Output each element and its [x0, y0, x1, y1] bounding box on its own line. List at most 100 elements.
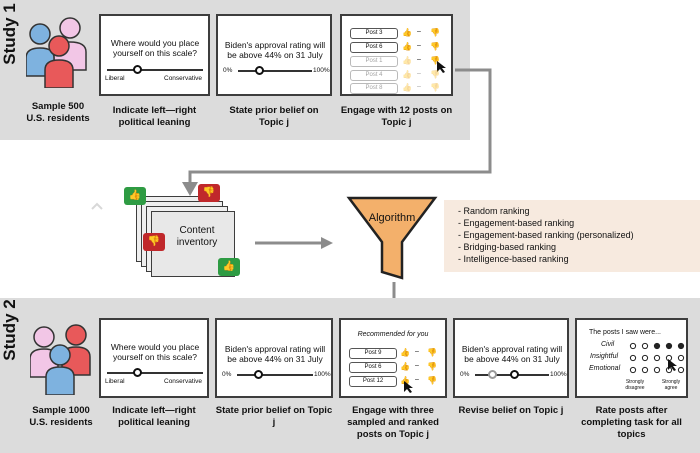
belief-statement: Biden's approval rating will be above 44… [224, 344, 326, 364]
thumbs-down-icon[interactable]: 👎 [430, 70, 440, 79]
thumbs-up-icon[interactable]: 👍 [402, 70, 412, 79]
funnel-icon [346, 196, 438, 280]
dash-icon: – [415, 348, 419, 355]
thumbs-up-icon[interactable]: 👍 [402, 28, 412, 37]
thumbs-down-icon[interactable]: 👎 [427, 362, 437, 371]
dash-icon: – [417, 56, 421, 63]
thumbs-up-icon[interactable]: 👍 [402, 56, 412, 65]
rating-row-label: Civil [601, 341, 615, 348]
study1-scale-panel: Where would you place yourself on this s… [99, 14, 210, 96]
thumbs-down-icon[interactable]: 👎 [430, 83, 440, 92]
dash-icon: – [417, 42, 421, 49]
people-icon [30, 324, 91, 395]
algorithm-item: - Engagement-based ranking (personalized… [458, 230, 634, 240]
study2-leaning-caption: Indicate left—right political leaning [112, 405, 196, 428]
study1-engage-caption: Engage with 12 posts on Topic j [340, 105, 453, 128]
algorithm-item: - Random ranking [458, 206, 530, 216]
thumbs-up-badge: 👍 [218, 258, 240, 276]
scale-line [107, 69, 203, 71]
scale-right-label: Conservative [164, 75, 202, 82]
algorithm-item: - Bridging-based ranking [458, 242, 557, 252]
belief-knob[interactable] [254, 370, 263, 379]
rating-row-label: Insightful [590, 353, 619, 360]
study1-sample-caption: Sample 500 U.S. residents [26, 101, 90, 124]
algorithm-item: - Engagement-based ranking [458, 218, 575, 228]
revised-knob[interactable] [510, 370, 519, 379]
scale-question: Where would you place yourself on this s… [110, 342, 200, 362]
belief-left-label: 0% [222, 371, 232, 378]
study1-engage-panel: Post 3 👍 – 👎 Post 6 👍 – 👎 Post 1 👍 – 👎 P… [340, 14, 453, 96]
belief-statement: Biden's approval rating will be above 44… [224, 40, 326, 60]
thumbs-down-icon[interactable]: 👎 [430, 42, 440, 51]
dash-icon: – [417, 83, 421, 90]
flow-arrow [182, 68, 492, 196]
thumbs-down-icon[interactable]: 👎 [430, 56, 440, 65]
belief-line [237, 374, 313, 376]
post-item[interactable]: Post 3 [350, 28, 398, 39]
prior-knob [488, 370, 497, 379]
study1-leaning-caption: Indicate left—right political leaning [112, 105, 197, 128]
thumbs-up-badge: 👍 [124, 187, 146, 205]
revise-statement: Biden's approval rating will be above 44… [461, 344, 563, 364]
study2-engage-caption: Engage with three sampled and ranked pos… [347, 405, 439, 440]
cursor-icon [668, 359, 677, 371]
thumbs-up-icon[interactable]: 👍 [402, 42, 412, 51]
study1-belief-caption: State prior belief on Topic j [229, 105, 319, 128]
post-item[interactable]: Post 6 [350, 42, 398, 53]
people-icon [26, 17, 87, 88]
study2-engage-panel: Recommended for you Post 9 👍 – 👎 Post 6 … [339, 318, 447, 398]
belief-right-label: 100% [314, 371, 331, 378]
revise-right-label: 100% [550, 371, 567, 378]
dash-icon: – [415, 376, 419, 383]
dash-icon: – [415, 362, 419, 369]
scale-right-label: Conservative [164, 378, 202, 385]
post-item[interactable]: Post 6 [349, 362, 397, 373]
post-item[interactable]: Post 1 [350, 56, 398, 67]
inventory-label: Content inventory [176, 225, 218, 248]
scale-question: Where would you place yourself on this s… [110, 38, 200, 58]
cursor-icon [404, 381, 413, 393]
algorithm-item: - Intelligence-based ranking [458, 254, 569, 264]
rating-row-label: Emotional [589, 365, 621, 372]
chevron-up-icon [91, 202, 103, 210]
study2-rating-panel: The posts I saw were... Civil Insightful… [575, 318, 688, 398]
scale-left-label: Liberal [105, 378, 125, 385]
dash-icon: – [417, 28, 421, 35]
study1-label: Study 1 [0, 3, 19, 65]
thumbs-up-icon[interactable]: 👍 [400, 376, 410, 385]
rating-intro: The posts I saw were... [589, 329, 661, 336]
post-item[interactable]: Post 4 [350, 70, 398, 81]
scale-line [107, 372, 203, 374]
scale-left-label: Liberal [105, 75, 125, 82]
study2-sample-caption: Sample 1000 U.S. residents [29, 405, 93, 428]
belief-line [238, 70, 312, 72]
study2-label: Study 2 [0, 299, 19, 361]
post-item[interactable]: Post 12 [349, 376, 397, 387]
study2-belief-caption: State prior belief on Topic j [215, 405, 333, 428]
thumbs-down-icon[interactable]: 👎 [430, 28, 440, 37]
thumbs-up-icon[interactable]: 👍 [400, 348, 410, 357]
study2-belief-panel: Biden's approval rating will be above 44… [215, 318, 333, 398]
scale-knob[interactable] [133, 65, 142, 74]
study2-scale-panel: Where would you place yourself on this s… [99, 318, 209, 398]
algorithm-list [444, 200, 700, 272]
post-item[interactable]: Post 8 [350, 83, 398, 94]
likert-low-label: Strongly disagree [625, 379, 645, 391]
thumbs-up-icon[interactable]: 👍 [402, 83, 412, 92]
thumbs-down-badge: 👎 [198, 184, 220, 202]
belief-knob[interactable] [255, 66, 264, 75]
belief-right-label: 100% [313, 67, 330, 74]
study1-belief-panel: Biden's approval rating will be above 44… [216, 14, 332, 96]
thumbs-down-icon[interactable]: 👎 [427, 348, 437, 357]
dash-icon: – [417, 70, 421, 77]
recommended-header: Recommended for you [357, 331, 429, 338]
thumbs-up-icon[interactable]: 👍 [400, 362, 410, 371]
post-item[interactable]: Post 9 [349, 348, 397, 359]
flow-arrow [255, 237, 333, 249]
thumbs-down-icon[interactable]: 👎 [427, 376, 437, 385]
likert-grid[interactable] [629, 341, 685, 375]
thumbs-down-badge: 👎 [143, 233, 165, 251]
study2-revise-caption: Revise belief on Topic j [458, 405, 564, 416]
scale-knob[interactable] [133, 368, 142, 377]
study2-revise-panel: Biden's approval rating will be above 44… [453, 318, 569, 398]
